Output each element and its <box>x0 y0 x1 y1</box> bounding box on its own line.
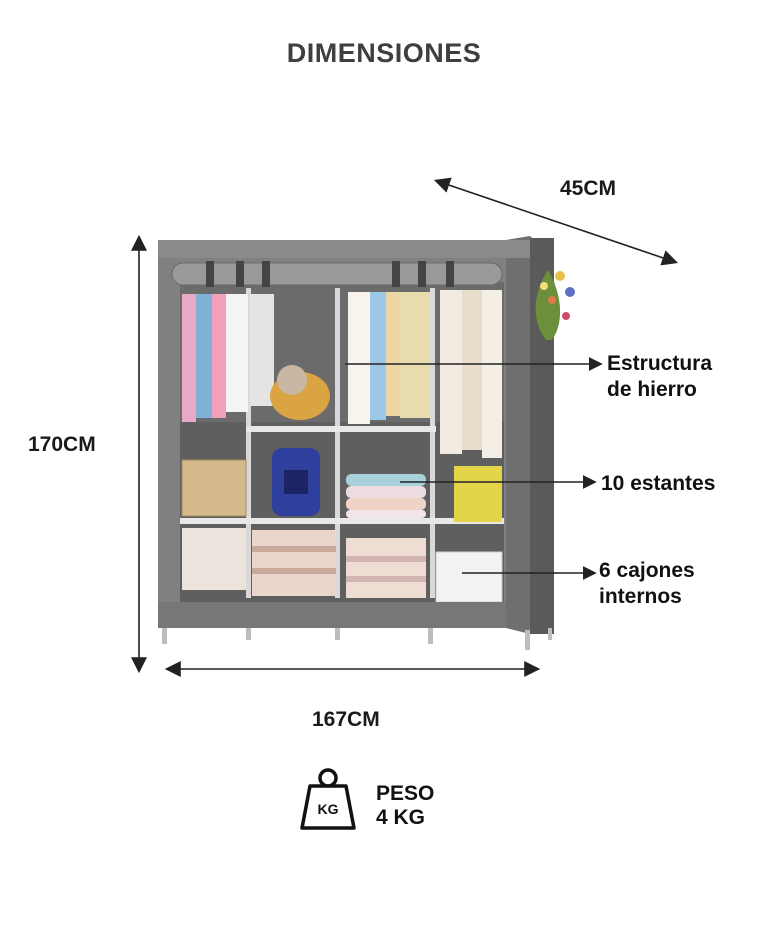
callout-structure-line2: de hierro <box>607 378 697 401</box>
width-label: 167CM <box>312 708 380 731</box>
height-label: 170CM <box>28 433 96 456</box>
weight-value: 4 KG <box>376 806 426 829</box>
callout-structure: Estructura de hierro <box>607 351 712 403</box>
callout-drawers-line1: 6 cajones <box>599 559 695 582</box>
callout-shelves: 10 estantes <box>601 471 715 497</box>
weight-text: PESO 4 KG <box>376 782 434 830</box>
wardrobe <box>158 236 575 650</box>
callout-drawers: 6 cajones internos <box>599 558 695 610</box>
weight-label: PESO <box>376 782 435 805</box>
weight-icon-label: KG <box>318 801 339 817</box>
callout-shelves-line1: 10 estantes <box>601 472 716 495</box>
callout-drawers-line2: internos <box>599 585 682 608</box>
page-title: DIMENSIONES <box>286 38 482 68</box>
depth-label: 45CM <box>560 177 617 200</box>
callout-structure-line1: Estructura <box>607 352 713 375</box>
depth-arrow <box>433 177 679 266</box>
weight-icon <box>300 768 356 830</box>
